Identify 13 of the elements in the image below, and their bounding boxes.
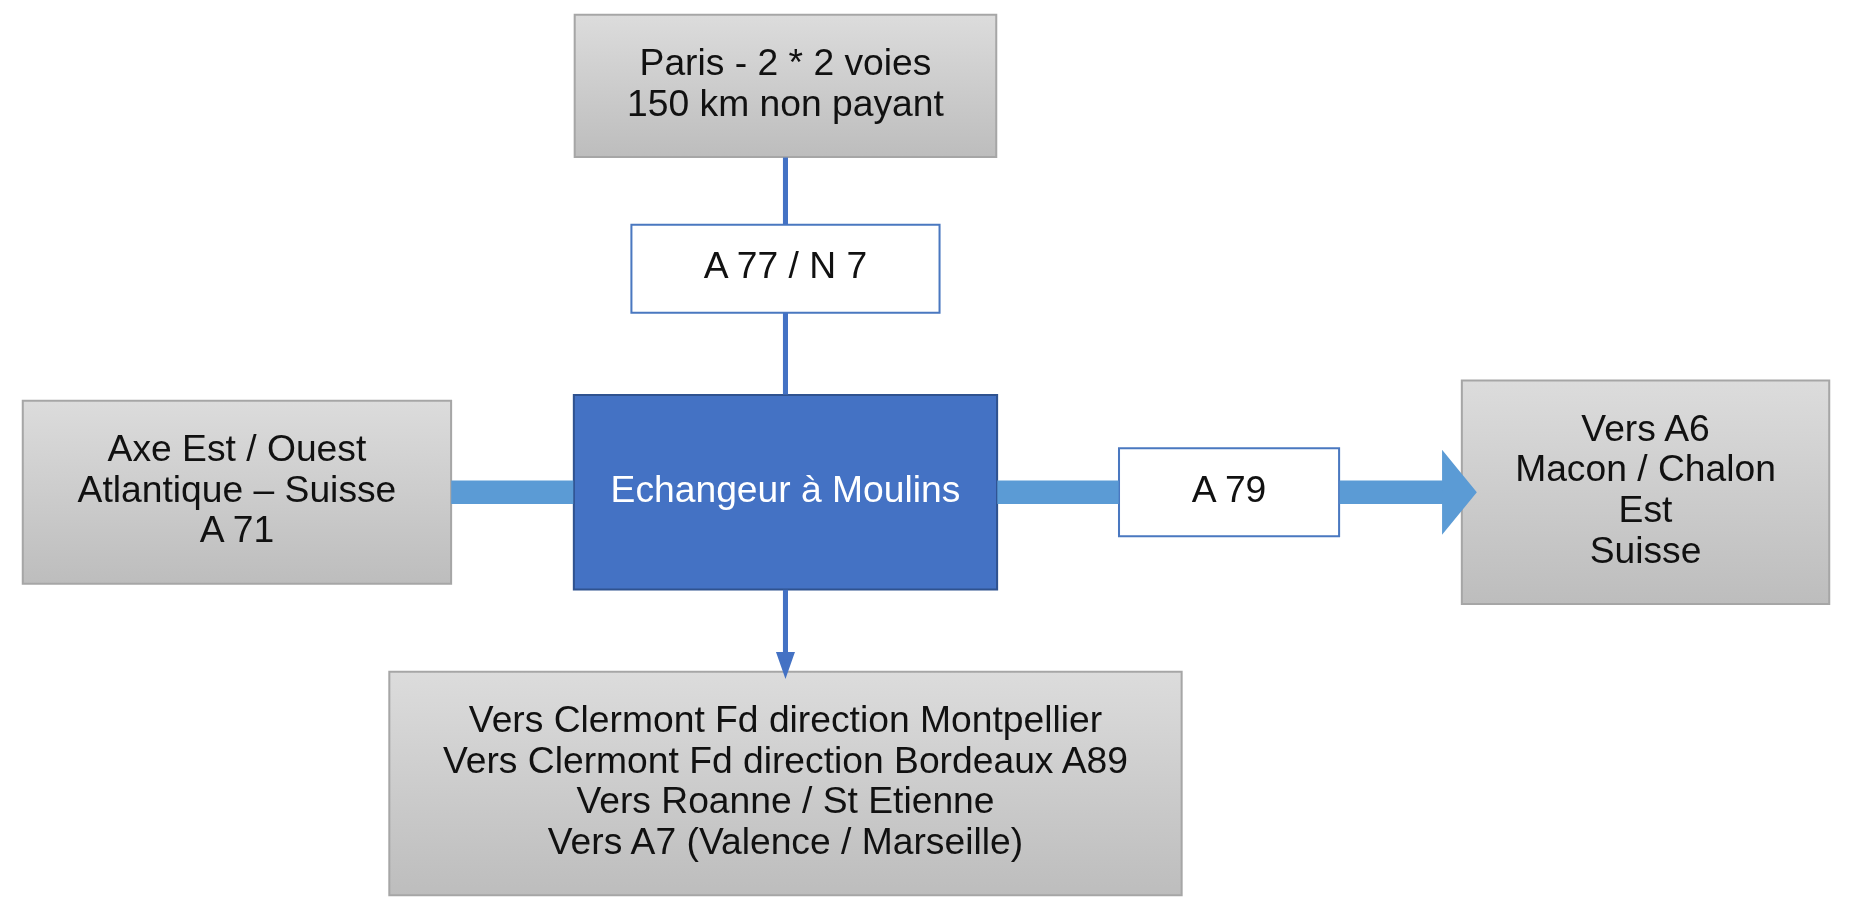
connector [782, 312, 788, 395]
node-box: Paris - 2 * 2 voies 150 km non payant [573, 13, 998, 159]
arrow [775, 589, 795, 680]
node-box: A 77 / N 7 [630, 223, 941, 314]
node-box: Vers Clermont Fd direction Montpellier Vers Clermont Fd direction Bordeaux A89 Vers Roanne / St Etienne Vers A7 (Valence / Marseille) [388, 670, 1183, 897]
node-box: Axe Est / Ouest Atlantique – Suisse A 71 [21, 399, 453, 585]
connector [451, 480, 574, 505]
connector [997, 480, 1119, 505]
connector [782, 157, 788, 225]
node-box: Echangeur à Moulins [572, 393, 999, 591]
arrow [1339, 449, 1477, 535]
node-box: Vers A6 Macon / Chalon Est Suisse [1460, 379, 1831, 605]
node-box: A 79 [1118, 447, 1341, 538]
